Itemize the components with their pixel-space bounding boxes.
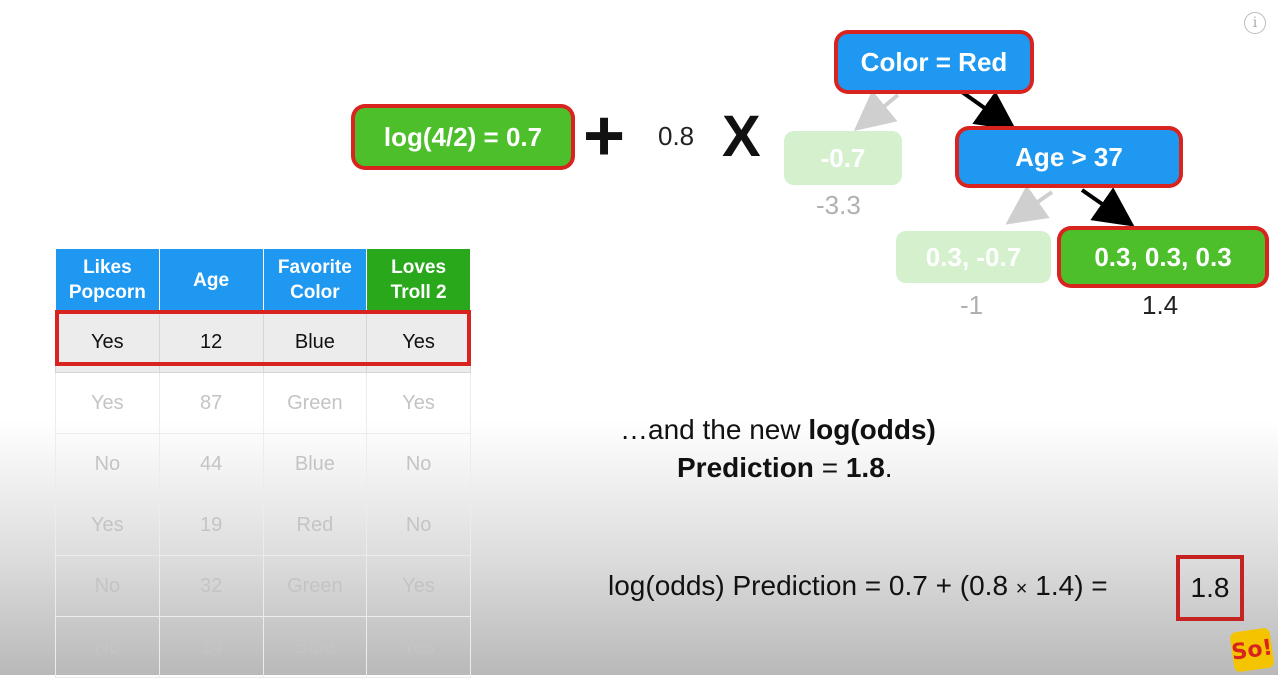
table-cell: Blue — [262, 616, 368, 678]
table-cell: Red — [262, 494, 368, 556]
caption-prediction: Prediction — [677, 452, 814, 483]
inner-node-label: Age > 37 — [1015, 141, 1123, 172]
table-cell: Blue — [262, 433, 368, 495]
root-node-label: Color = Red — [860, 46, 1008, 77]
initial-prediction-box: log(4/2) = 0.7 — [355, 108, 571, 166]
caption-line-2: Prediction = 1.8. — [677, 452, 893, 484]
info-icon[interactable]: i — [1244, 12, 1266, 34]
table-cell: 14 — [158, 616, 264, 678]
arrow-root-right — [960, 90, 1017, 131]
inner-node: Age > 37 — [959, 130, 1179, 184]
table-row: Yes 19 Red No — [55, 494, 471, 556]
table-row: No 32 Green Yes — [55, 555, 471, 617]
arrow-root-left — [853, 90, 900, 132]
inner-left-leaf-value: -1 — [960, 290, 984, 320]
table-cell: Yes — [366, 555, 471, 617]
table-row: Yes 87 Green Yes — [55, 372, 471, 434]
inner-right-leaf-label: 0.3, 0.3, 0.3 — [1094, 241, 1232, 272]
channel-logo: So! — [1229, 627, 1275, 673]
table-cell: No — [366, 494, 471, 556]
table-row: No 14 Blue Yes — [55, 616, 471, 678]
table-cell: 44 — [158, 433, 264, 495]
left-leaf-label: -0.7 — [820, 142, 866, 173]
table-cell: No — [55, 555, 160, 617]
inner-right-leaf-value: 1.4 — [1142, 290, 1179, 320]
table-cell: 19 — [158, 494, 264, 556]
caption-log-odds: log(odds) — [808, 414, 936, 445]
result-value: 1.8 — [1190, 572, 1230, 603]
caption-period: . — [884, 452, 893, 483]
left-leaf-value: -3.3 — [816, 190, 861, 220]
table-cell: Yes — [55, 372, 160, 434]
arrow-inner-right — [1080, 187, 1135, 227]
caption-value: 1.8 — [845, 452, 885, 483]
left-leaf-node: -0.7 — [784, 131, 902, 185]
logo-text: So! — [1229, 634, 1275, 666]
table-cell: 32 — [158, 555, 264, 617]
caption-prefix: …and the new — [620, 414, 809, 445]
table-cell: Green — [262, 555, 368, 617]
equation-times: × — [1015, 578, 1028, 600]
inner-left-leaf-label: 0.3, -0.7 — [925, 241, 1022, 272]
table-cell: 87 — [158, 372, 264, 434]
table-cell: No — [55, 433, 160, 495]
caption-line-1: …and the new log(odds) — [620, 414, 936, 446]
result-box: 1.8 — [1176, 555, 1244, 621]
table-cell: Yes — [366, 372, 471, 434]
equation-text: log(odds) Prediction = 0.7 + (0.8 — [608, 570, 1016, 601]
table-cell: Yes — [366, 616, 471, 678]
equation-text-2: 1.4) = — [1027, 570, 1108, 601]
highlighted-row-frame — [55, 310, 471, 366]
inner-right-leaf-node: 0.3, 0.3, 0.3 — [1061, 230, 1265, 284]
table-cell: No — [55, 616, 160, 678]
times-sign: X — [722, 104, 761, 169]
table-cell: No — [366, 433, 471, 495]
table-cell: Yes — [55, 494, 160, 556]
caption-equals: = — [813, 452, 846, 483]
arrow-inner-left — [1005, 185, 1054, 225]
learning-rate: 0.8 — [658, 121, 695, 151]
initial-prediction-label: log(4/2) = 0.7 — [383, 121, 543, 152]
table-row: No 44 Blue No — [55, 433, 471, 495]
prediction-equation: log(odds) Prediction = 0.7 + (0.8 × 1.4)… — [608, 570, 1108, 602]
root-node: Color = Red — [838, 34, 1030, 90]
header-age: Age — [158, 248, 264, 312]
plus-sign: + — [583, 96, 626, 176]
inner-left-leaf-node: 0.3, -0.7 — [896, 231, 1051, 283]
table-cell: Green — [262, 372, 368, 434]
